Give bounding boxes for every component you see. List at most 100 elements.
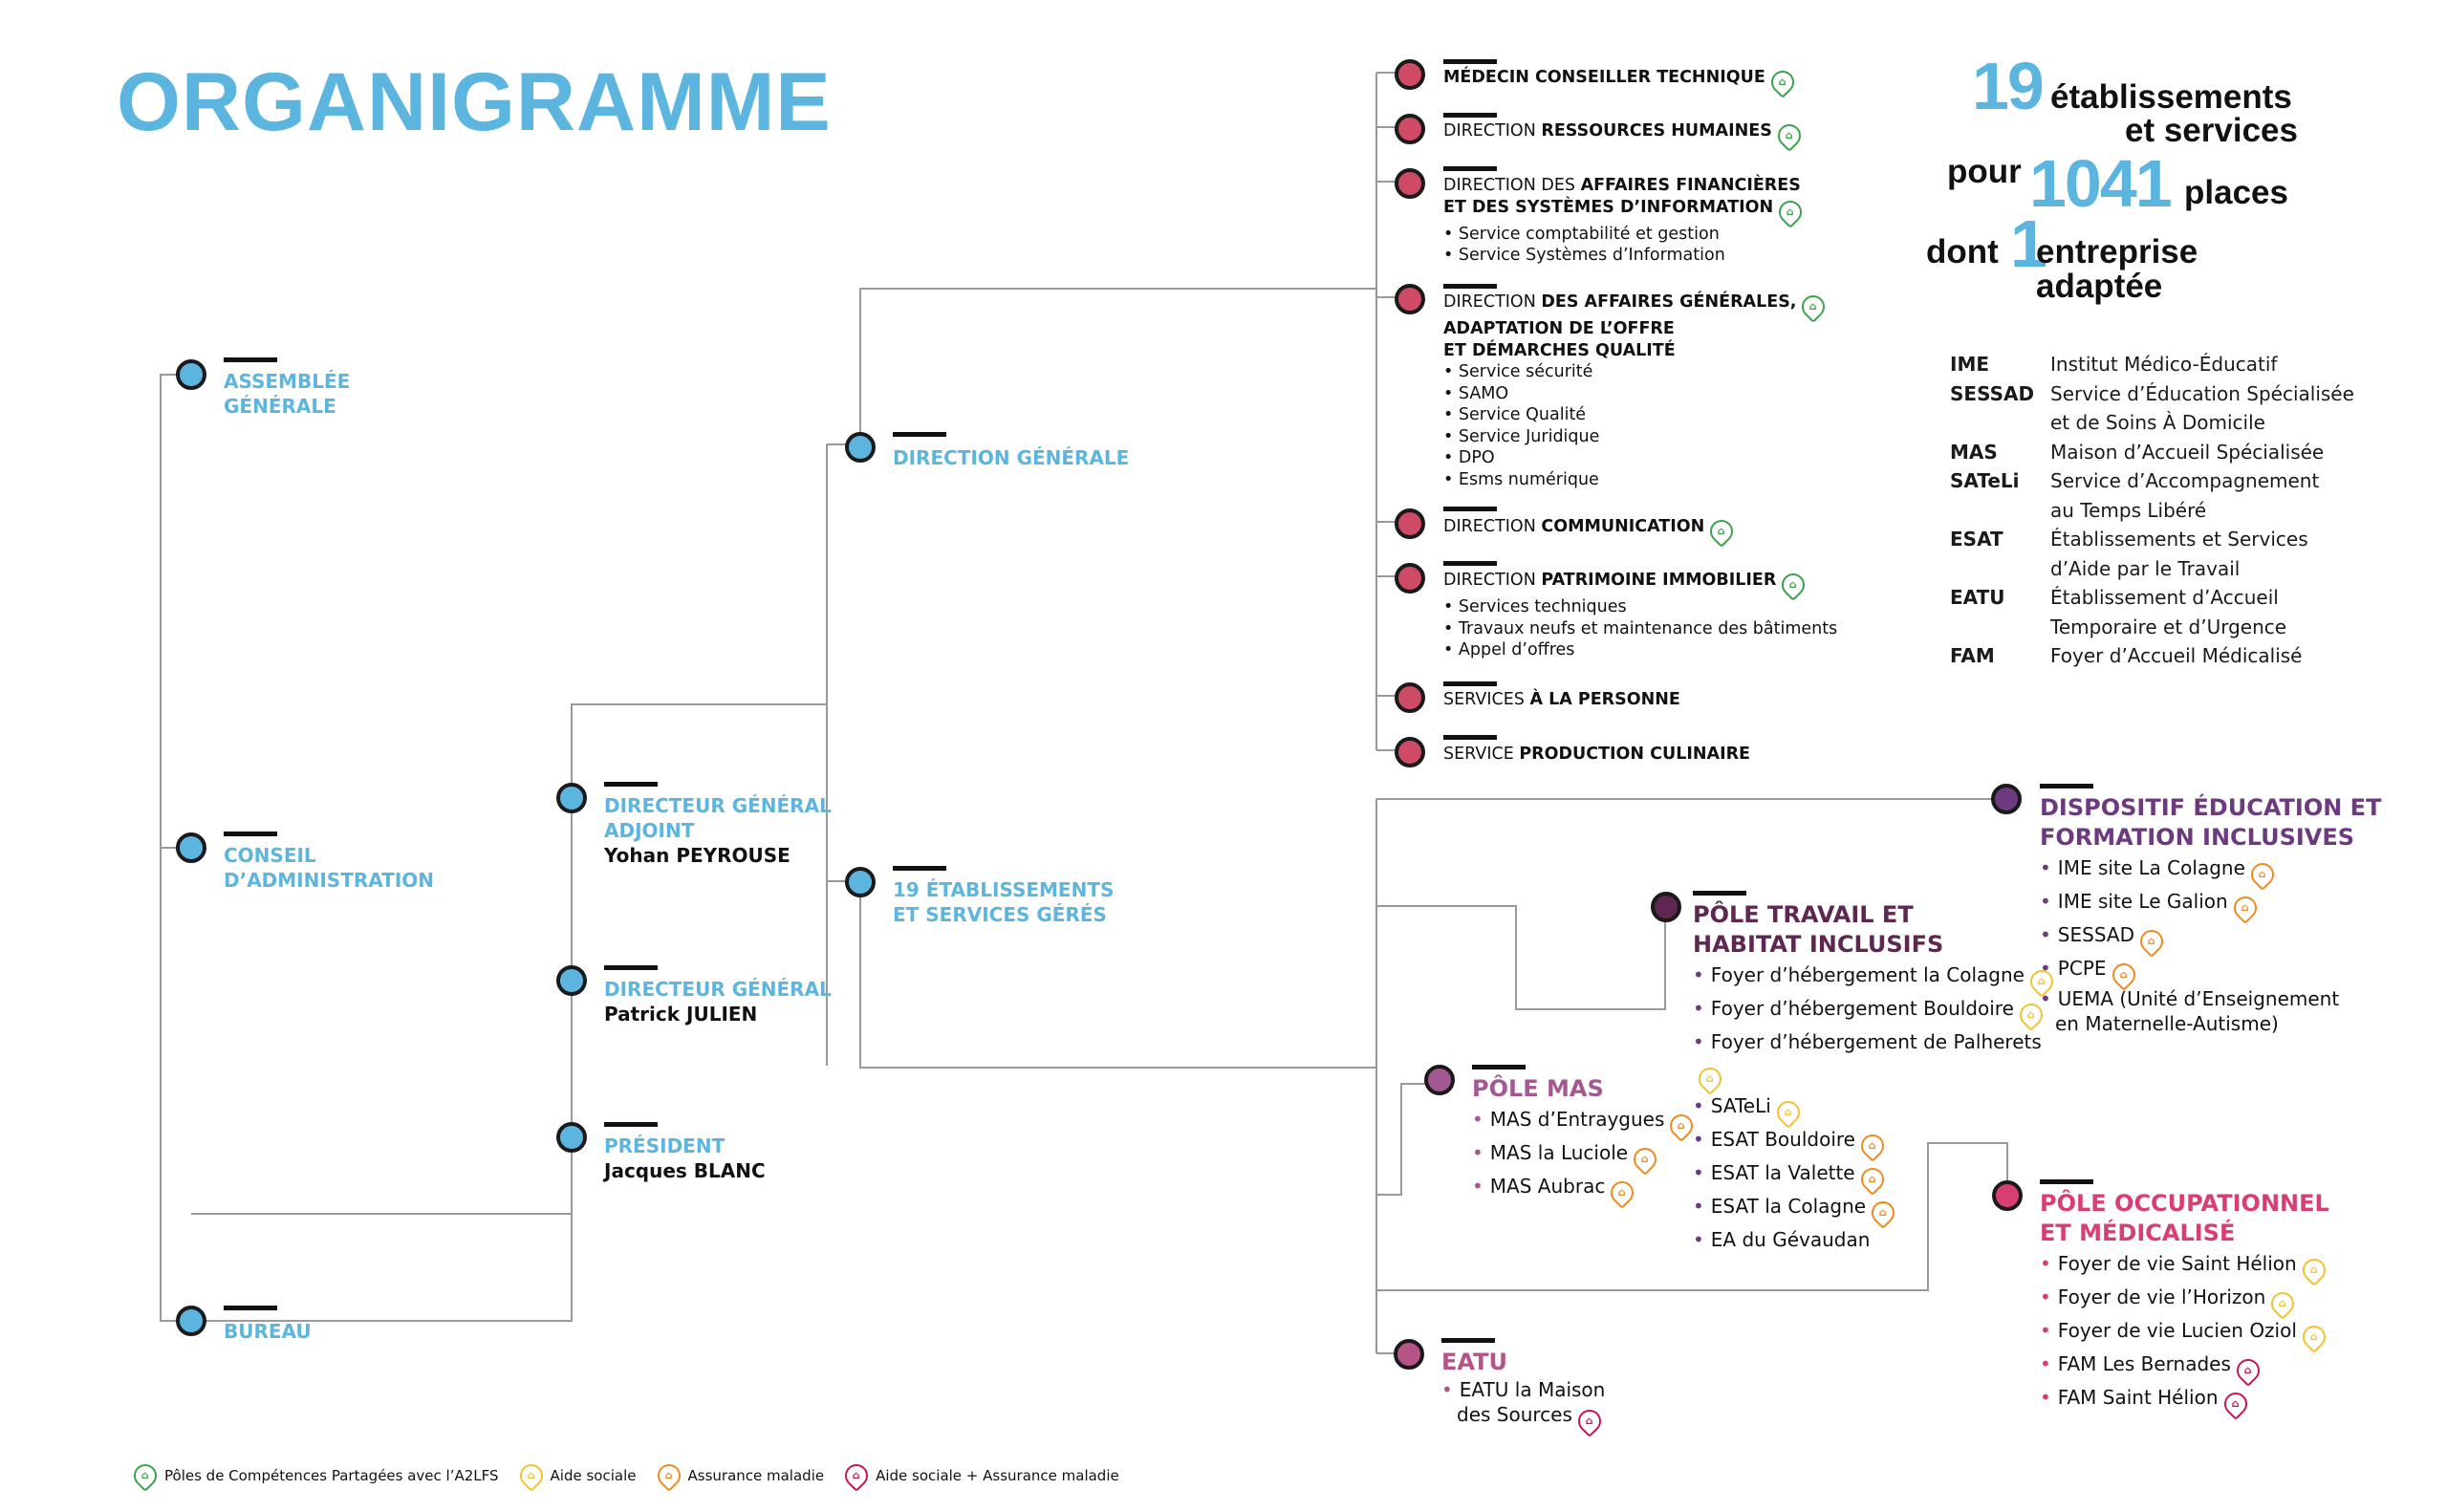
legend-item: ⌂Aide sociale + Assurance maladie: [840, 1459, 1119, 1492]
stat-count-enterprise: 1: [2010, 206, 2047, 281]
pole-travail-habitat: PÔLE TRAVAIL ET HABITAT INCLUSIFS Foyer …: [1693, 900, 2058, 1255]
stat-label-adapted: adaptée: [2036, 268, 2163, 305]
department-services-personne: SERVICES À LA PERSONNE: [1443, 690, 1680, 709]
node-bar: [604, 1122, 658, 1127]
pole-dot-occupationnel: [1992, 1180, 2023, 1211]
node-dot-bureau: [176, 1306, 206, 1336]
node-dot-conseil: [176, 832, 206, 863]
node-bar: [604, 782, 658, 787]
department-patrimoine-immobilier: DIRECTION PATRIMOINE IMMOBILIER⌂ • Servi…: [1443, 569, 1838, 659]
social-aid-health-insurance-icon: ⌂: [2219, 1388, 2252, 1420]
node-directeur-general-adjoint: DIRECTEUR GÉNÉRAL ADJOINT Yohan PEYROUSE: [604, 794, 832, 867]
health-insurance-icon: ⌂: [1867, 1197, 1900, 1229]
pole-occupationnel-medicalise: PÔLE OCCUPATIONNEL ET MÉDICALISÉ Foyer d…: [2040, 1189, 2403, 1420]
department-communication: DIRECTION COMMUNICATION⌂: [1443, 515, 1883, 548]
pole-education-formation: DISPOSITIF ÉDUCATION ET FORMATION INCLUS…: [2040, 793, 2441, 1036]
node-bar: [1443, 113, 1497, 118]
shared-skills-icon: ⌂: [1797, 291, 1830, 323]
department-ressources-humaines: DIRECTION RESSOURCES HUMAINES⌂: [1443, 119, 1883, 152]
legend-item: ⌂Assurance maladie: [652, 1459, 824, 1492]
department-medecin-conseiller: MÉDECIN CONSEILLER TECHNIQUE⌂: [1443, 66, 1883, 98]
stat-count-places: 1041: [2029, 146, 2173, 221]
node-bar: [1443, 166, 1497, 171]
stat-count-establishments: 19: [1972, 49, 2045, 123]
node-bar: [1443, 681, 1497, 686]
node-direction-generale: DIRECTION GÉNÉRALE: [893, 446, 1130, 469]
social-aid-icon: ⌂: [2297, 1321, 2330, 1353]
department-production-culinaire: SERVICE PRODUCTION CULINAIRE: [1443, 745, 1751, 764]
stats-block: 19 établissements et services pour 1041 …: [1926, 38, 2328, 306]
shared-skills-icon: ⌂: [1772, 119, 1806, 152]
stat-prefix-enterprise: dont: [1926, 233, 1999, 270]
abbr-row: d’Aide par le Travail: [2050, 556, 2241, 580]
health-insurance-icon: ⌂: [1665, 1110, 1699, 1142]
node-bar: [1441, 1338, 1495, 1343]
social-aid-icon: ⌂: [514, 1459, 548, 1492]
abbr-row: et de Soins À Domicile: [2050, 411, 2265, 434]
node-dot-dga: [556, 783, 587, 813]
node-bar: [224, 357, 277, 362]
department-dot: [1395, 682, 1425, 713]
department-affaires-generales: DIRECTION DES AFFAIRES GÉNÉRALES,⌂ ADAPT…: [1443, 291, 1883, 490]
shared-skills-icon: ⌂: [1705, 515, 1739, 548]
node-dot-dg: [556, 965, 587, 996]
node-dot-president: [556, 1122, 587, 1153]
node-bar: [1443, 735, 1497, 740]
legend-item: ⌂Aide sociale: [514, 1459, 637, 1492]
abbr-row: au Temps Libéré: [2050, 498, 2207, 522]
node-bar: [1443, 507, 1497, 511]
social-aid-health-insurance-icon: ⌂: [840, 1459, 874, 1492]
shared-skills-icon: ⌂: [1777, 569, 1810, 601]
department-dot: [1395, 737, 1425, 767]
health-insurance-icon: ⌂: [2135, 925, 2168, 958]
node-dot-etablissements: [845, 867, 876, 897]
node-bar: [2040, 784, 2093, 788]
department-dot: [1395, 168, 1425, 199]
node-bar: [893, 866, 946, 871]
stat-label-places: places: [2184, 174, 2288, 211]
department-dot: [1395, 114, 1425, 144]
department-dot: [1395, 563, 1425, 594]
shared-skills-icon: ⌂: [1774, 195, 1808, 228]
node-bar: [1443, 561, 1497, 566]
node-bar: [2040, 1179, 2093, 1184]
stat-label-enterprise: entreprise: [2036, 233, 2198, 270]
node-bar: [224, 832, 277, 836]
node-directeur-general: DIRECTEUR GÉNÉRAL Patrick JULIEN: [604, 978, 832, 1026]
node-etablissements-services: 19 ÉTABLISSEMENTS ET SERVICES GÉRÉS: [893, 878, 1115, 926]
node-assemblee-generale: ASSEMBLÉE GÉNÉRALE: [224, 370, 351, 418]
pole-dot-travail: [1651, 892, 1681, 922]
abbr-row: Temporaire et d’Urgence: [2050, 615, 2287, 638]
node-bar: [1472, 1065, 1526, 1069]
social-aid-icon: ⌂: [2297, 1254, 2330, 1286]
department-dot: [1395, 508, 1425, 539]
legend-item: ⌂Pôles de Compétences Partagées avec l’A…: [129, 1459, 499, 1492]
node-bar: [224, 1306, 277, 1310]
department-affaires-financieres: DIRECTION DES AFFAIRES FINANCIÈRES ET DE…: [1443, 175, 1883, 267]
social-aid-health-insurance-icon: ⌂: [1572, 1405, 1606, 1437]
node-bar: [1443, 284, 1497, 289]
pole-eatu: EATU EATU la Maison des Sources⌂: [1441, 1348, 1690, 1437]
node-dot-direction-generale: [845, 432, 876, 463]
node-bar: [1443, 59, 1497, 64]
department-dot: [1395, 284, 1425, 314]
pole-mas: PÔLE MAS MAS d’Entraygues⌂ MAS la Luciol…: [1472, 1074, 1721, 1209]
node-bureau: BUREAU: [224, 1320, 312, 1343]
node-conseil-administration: CONSEIL D’ADMINISTRATION: [224, 844, 434, 892]
page-title: ORGANIGRAMME: [117, 56, 832, 148]
node-bar: [1693, 891, 1746, 896]
pole-dot-eatu: [1394, 1339, 1424, 1370]
stat-label-services: et services: [2125, 112, 2298, 149]
legend: ⌂Pôles de Compétences Partagées avec l’A…: [129, 1459, 1140, 1492]
stat-label-establishments: établissements: [2050, 78, 2292, 116]
shared-skills-icon: ⌂: [129, 1459, 162, 1492]
department-dot: [1395, 59, 1425, 90]
stat-prefix-places: pour: [1947, 153, 2022, 190]
